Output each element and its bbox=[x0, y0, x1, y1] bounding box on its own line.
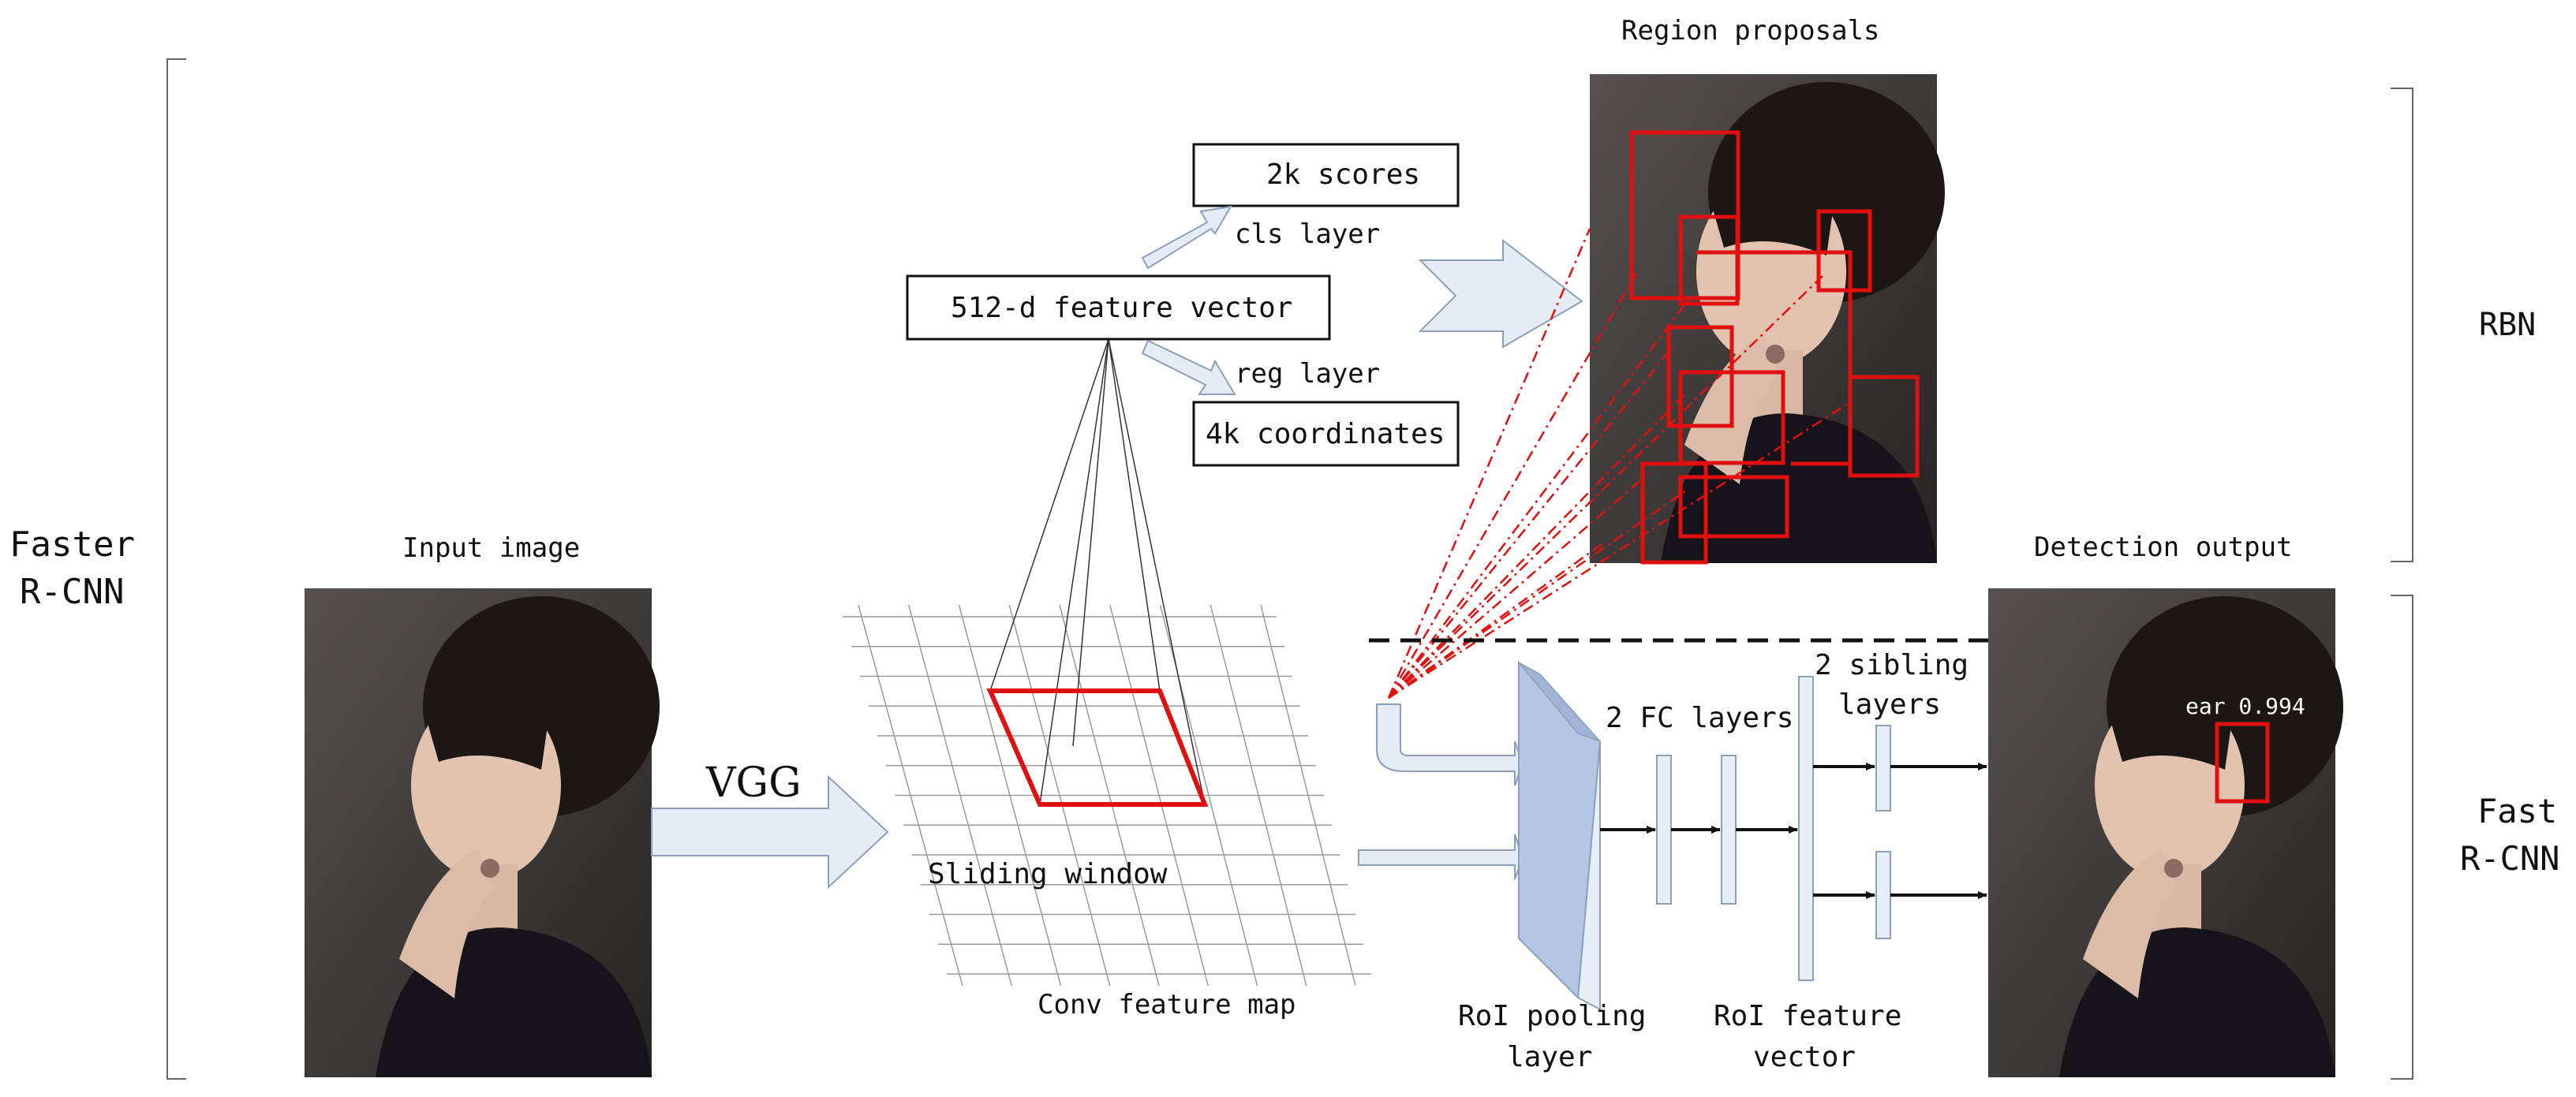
detection-box bbox=[2215, 722, 2270, 804]
scores-label: 2k scores bbox=[1266, 159, 1420, 191]
roi-input-arrow-bottom bbox=[1358, 834, 1524, 880]
rbn-label: RBN bbox=[2479, 307, 2536, 343]
input-image-photo bbox=[305, 588, 660, 1077]
grid-line bbox=[1059, 604, 1160, 987]
sliding-window bbox=[986, 688, 1209, 807]
fc-layers-label: 2 FC layers bbox=[1606, 702, 1793, 734]
coordinates-label: 4k coordinates bbox=[1206, 418, 1445, 450]
grid-line bbox=[1109, 604, 1209, 987]
roi-feature-vector-bar bbox=[1798, 676, 1814, 981]
vgg-arrow bbox=[651, 774, 889, 890]
fast-rcnn-bracket bbox=[2391, 595, 2413, 1080]
detection-output-title: Detection output bbox=[2034, 532, 2293, 563]
conv-feature-map-grid bbox=[843, 604, 1371, 987]
grid-line bbox=[1260, 604, 1356, 987]
sibling-layer-reg bbox=[1875, 851, 1891, 939]
rbn-bracket bbox=[2391, 88, 2413, 562]
fc-layer-1 bbox=[1656, 755, 1672, 905]
detection-output-photo bbox=[1988, 588, 2343, 1077]
flow-arrows bbox=[1600, 763, 1987, 899]
cls-layer-label: cls layer bbox=[1235, 218, 1380, 250]
roi-pooling-slab-top bbox=[1518, 662, 1601, 742]
fast-rcnn-label-2: R-CNN bbox=[2460, 839, 2559, 878]
roi-feature-label: RoI feature bbox=[1714, 1000, 1901, 1032]
fc-layer-2 bbox=[1721, 755, 1737, 905]
sliding-window-label: Sliding window bbox=[928, 858, 1168, 890]
sibling-layers-label-2: layers bbox=[1838, 688, 1941, 721]
proposal-projection-lines bbox=[1387, 228, 1851, 700]
proposal-boxes bbox=[1629, 130, 1920, 565]
grid-line bbox=[908, 604, 1012, 987]
sibling-layer-cls bbox=[1875, 725, 1891, 812]
roi-pooling-label: RoI pooling bbox=[1458, 1000, 1646, 1032]
feature-vector-label: 512-d feature vector bbox=[951, 292, 1292, 324]
grid-line bbox=[958, 604, 1062, 987]
vgg-label: VGG bbox=[705, 759, 802, 807]
input-image-title: Input image bbox=[402, 532, 580, 564]
reg-arrow bbox=[1141, 339, 1236, 395]
coordinates-box bbox=[1192, 401, 1460, 467]
projection-lines bbox=[989, 338, 1206, 805]
feature-vector-box bbox=[906, 274, 1331, 341]
detection-label: ear 0.994 bbox=[2185, 693, 2305, 719]
roi-feature-label-2: vector bbox=[1753, 1041, 1856, 1073]
proposal-arrow bbox=[1418, 238, 1583, 349]
faster-rcnn-bracket bbox=[166, 58, 186, 1080]
conv-feature-map-label: Conv feature map bbox=[1038, 989, 1296, 1021]
roi-input-arrow-top bbox=[1376, 703, 1524, 786]
region-proposals-title: Region proposals bbox=[1621, 15, 1880, 47]
faster-rcnn-label-2: R-CNN bbox=[20, 572, 124, 612]
fast-rcnn-label: Fast bbox=[2477, 792, 2557, 830]
cls-arrow bbox=[1141, 205, 1232, 270]
grid-line bbox=[1209, 604, 1307, 987]
faster-rcnn-label: Faster bbox=[9, 524, 135, 565]
scores-box bbox=[1192, 143, 1460, 207]
reg-layer-label: reg layer bbox=[1235, 358, 1380, 390]
roi-pooling-label-2: layer bbox=[1507, 1041, 1592, 1073]
sibling-layers-label: 2 sibling bbox=[1815, 649, 1968, 681]
grid-line bbox=[858, 604, 963, 987]
grid-line bbox=[1008, 604, 1111, 987]
